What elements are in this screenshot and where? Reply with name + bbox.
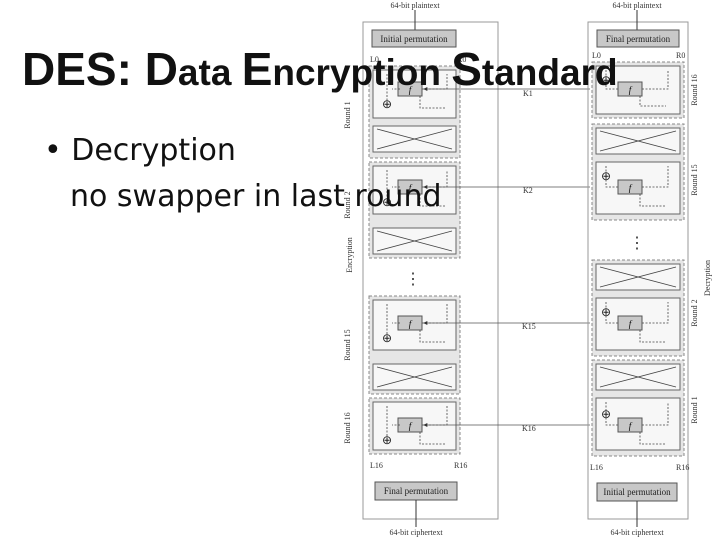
title-rest-tandard: tandard	[481, 52, 618, 93]
dec-round-label-1: Round 16	[690, 74, 699, 105]
enc-final-permutation-label: Final permutation	[384, 486, 449, 496]
dec-l16-label: L16	[590, 463, 603, 472]
dec-f-label: f	[629, 183, 633, 193]
enc-side-label: Encryption	[345, 237, 354, 273]
xor-icon: ⊕	[382, 97, 392, 111]
enc-round-block: f ⊕	[368, 397, 461, 455]
enc-f-label: f	[409, 421, 413, 431]
enc-round-label-4: Round 16	[343, 412, 352, 443]
enc-round-label-2: Round 2	[343, 191, 352, 218]
ellipsis-icon: ⋮	[405, 271, 421, 288]
dec-r16-label: R16	[676, 463, 689, 472]
enc-round-block: f ⊕	[368, 161, 461, 259]
xor-icon: ⊕	[601, 407, 611, 421]
enc-r0-label: R0	[457, 55, 466, 64]
enc-round-block: f ⊕	[368, 65, 461, 159]
enc-f-label: f	[409, 319, 413, 329]
dec-round-block: f ⊕	[591, 259, 685, 357]
enc-round-label-3: Round 15	[343, 329, 352, 360]
xor-icon: ⊕	[382, 433, 392, 447]
key-label-k2: K2	[523, 186, 533, 195]
dec-round-label-4: Round 1	[690, 396, 699, 423]
enc-l0-label: L0	[370, 55, 379, 64]
dec-round-block: f ⊕	[591, 61, 685, 119]
dec-l0-label: L0	[592, 51, 601, 60]
xor-icon: ⊕	[382, 195, 392, 209]
enc-initial-permutation-label: Initial permutation	[380, 34, 448, 44]
decryption-frame	[587, 21, 689, 520]
decryption-column: 64-bit plaintext Final permutation L0 R0…	[587, 1, 712, 537]
dec-side-label: Decryption	[703, 260, 712, 296]
dec-input-label: 64-bit plaintext	[612, 1, 662, 10]
dec-f-label: f	[629, 421, 633, 431]
dec-initial-permutation-label: Initial permutation	[603, 487, 671, 497]
bullet-item: • Decryption	[44, 128, 442, 174]
title-rest-ncryption: ncryption	[272, 52, 452, 93]
dec-round-label-2: Round 15	[690, 164, 699, 195]
bullet-subtext: no swapper in last round	[70, 179, 442, 214]
title-prefix: DES:	[22, 43, 145, 95]
xor-icon: ⊕	[382, 331, 392, 345]
bullet-list: • Decryption no swapper in last round	[44, 128, 442, 220]
ellipsis-icon: ⋮	[629, 235, 645, 252]
bullet-marker: •	[44, 133, 62, 168]
title-cap-e: E	[241, 43, 273, 95]
dec-output-label: 64-bit ciphertext	[610, 528, 664, 537]
enc-round-label-1: Round 1	[343, 101, 352, 128]
dec-round-block: f ⊕	[591, 359, 685, 457]
enc-f-label: f	[409, 183, 413, 193]
bullet-text: Decryption	[71, 133, 236, 168]
xor-icon: ⊕	[601, 169, 611, 183]
key-label-k16: K16	[522, 424, 536, 433]
dec-r0-label: R0	[676, 51, 685, 60]
title-cap-d: D	[144, 43, 178, 95]
enc-r16-label: R16	[454, 461, 467, 470]
encryption-column: 64-bit plaintext Initial permutation L0 …	[343, 1, 499, 537]
key-label-k1: K1	[523, 89, 533, 98]
enc-initial-permutation-box	[371, 29, 457, 48]
dec-f-label: f	[629, 319, 633, 329]
title-cap-s: S	[451, 43, 482, 95]
enc-f-label: f	[409, 85, 413, 95]
dec-round-label-3: Round 2	[690, 299, 699, 326]
enc-output-label: 64-bit ciphertext	[389, 528, 443, 537]
xor-icon: ⊕	[601, 305, 611, 319]
title-rest-ata: ata	[177, 52, 242, 93]
dec-final-permutation-label: Final permutation	[606, 34, 671, 44]
enc-l16-label: L16	[370, 461, 383, 470]
dec-final-permutation-box	[596, 29, 680, 48]
dec-round-block: f ⊕	[591, 123, 685, 221]
key-schedule: K1 K2 K15 K16	[423, 87, 590, 433]
dec-f-label: f	[629, 85, 633, 95]
enc-input-label: 64-bit plaintext	[390, 1, 440, 10]
slide-title: DES: Data Encryption Standard	[22, 42, 618, 96]
xor-icon: ⊕	[601, 73, 611, 87]
encryption-frame	[362, 21, 499, 520]
key-label-k15: K15	[522, 322, 536, 331]
enc-round-block: f ⊕	[368, 295, 461, 395]
